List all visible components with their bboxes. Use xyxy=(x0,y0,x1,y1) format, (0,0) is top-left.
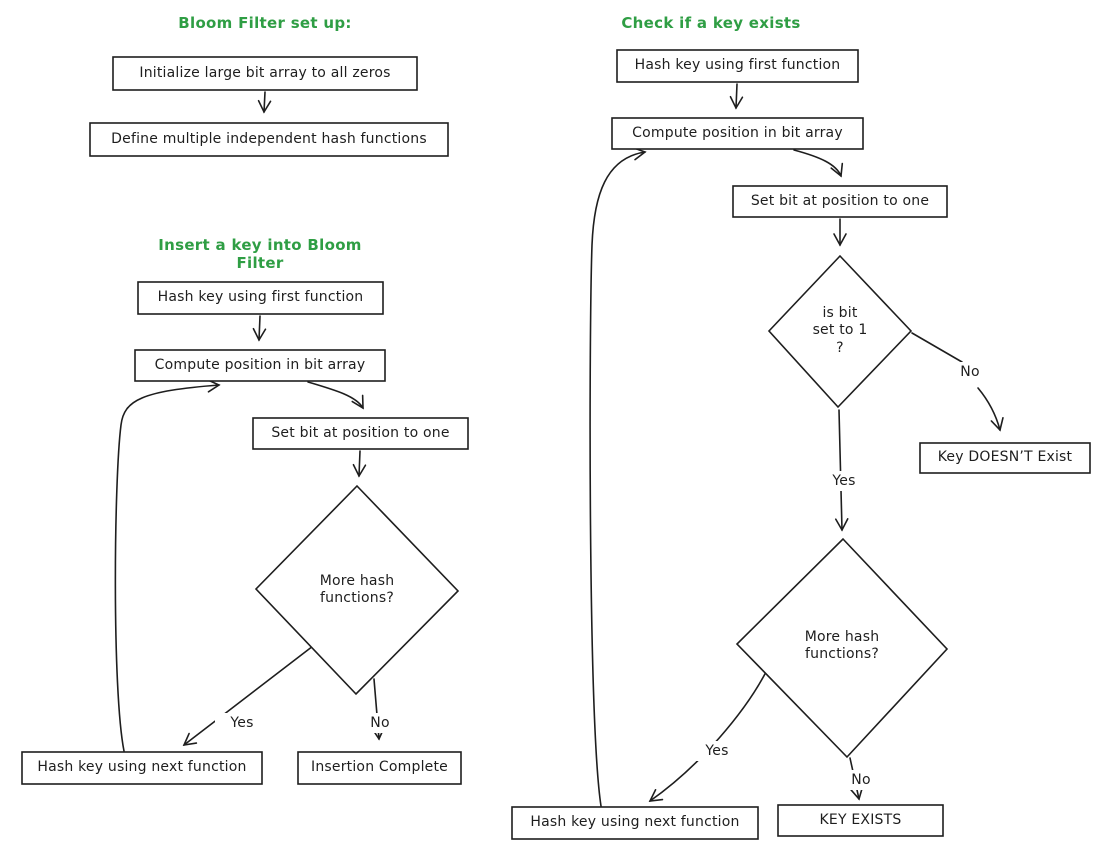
edge-insert-setbit-to-decision xyxy=(352,450,367,478)
node-check-compute-position xyxy=(611,117,864,150)
decision-insert-more-hash xyxy=(254,484,460,696)
node-check-set-bit xyxy=(732,185,948,218)
section-title-setup: Bloom Filter set up: xyxy=(178,14,352,32)
edge-check-hashfirst-to-compute xyxy=(729,83,744,110)
label-insertion-complete: Insertion Complete xyxy=(310,759,448,776)
node-insertion-complete xyxy=(297,751,462,785)
label-initialize-bit-array: Initialize large bit array to all zeros xyxy=(139,64,391,81)
edge-check-no1-line xyxy=(911,332,963,363)
label-check-hash-first: Hash key using first function xyxy=(634,57,841,74)
label-insert-compute-position: Compute position in bit array xyxy=(154,356,366,373)
edge-check-yes1-to-moredecision xyxy=(834,409,849,532)
node-check-hash-next xyxy=(511,806,759,840)
node-define-hash-functions xyxy=(89,122,449,157)
node-insert-hash-next xyxy=(21,751,263,785)
label-key-doesnt-exist: Key DOESN’T Exist xyxy=(937,449,1073,466)
node-initialize-bit-array xyxy=(112,56,418,91)
label-check-yes2: Yes xyxy=(690,741,744,761)
edge-insert-yes-to-hashnext xyxy=(182,645,314,747)
label-insert-hash-first: Hash key using first function xyxy=(157,289,364,306)
node-insert-set-bit xyxy=(252,417,469,450)
decision-check-more-hash xyxy=(735,537,949,759)
decision-is-bit-set xyxy=(767,254,913,409)
label-insert-more-hash-decision: More hash functions? xyxy=(319,572,395,607)
label-check-yes1: Yes xyxy=(817,471,871,491)
edge-check-compute-to-setbit xyxy=(793,149,844,178)
label-key-exists: KEY EXISTS xyxy=(819,811,902,828)
edge-insert-compute-to-setbit xyxy=(307,381,364,410)
section-title-insert: Insert a key into Bloom Filter xyxy=(158,236,362,272)
label-insert-set-bit: Set bit at position to one xyxy=(271,424,450,441)
label-define-hash-functions: Define multiple independent hash functio… xyxy=(111,130,427,147)
node-key-exists xyxy=(777,804,944,837)
edge-check-yes2-to-hashnext xyxy=(648,671,767,802)
label-check-set-bit: Set bit at position to one xyxy=(750,192,930,209)
label-check-compute-position: Compute position in bit array xyxy=(632,124,843,141)
label-insert-yes: Yes xyxy=(215,713,269,733)
label-check-no2: No xyxy=(836,770,886,790)
edge-check-loopback xyxy=(589,146,647,807)
label-check-hash-next: Hash key using next function xyxy=(530,814,740,831)
node-check-hash-first xyxy=(616,49,859,83)
node-insert-compute-position xyxy=(134,349,386,382)
label-insert-no: No xyxy=(355,713,405,733)
label-check-more-hash-decision: More hash functions? xyxy=(804,628,880,663)
edge-insert-hashfirst-to-compute xyxy=(252,315,267,342)
edge-check-no1-arrow xyxy=(977,387,1004,432)
edge-insert-loopback xyxy=(114,379,221,752)
node-key-doesnt-exist xyxy=(919,442,1091,474)
node-insert-hash-first xyxy=(137,281,384,315)
section-title-check: Check if a key exists xyxy=(621,14,801,32)
edge-init-to-define xyxy=(257,91,272,114)
label-is-bit-set-decision: is bit set to 1 ? xyxy=(812,304,868,356)
label-check-no1: No xyxy=(945,362,995,382)
label-insert-hash-next: Hash key using next function xyxy=(37,759,247,776)
